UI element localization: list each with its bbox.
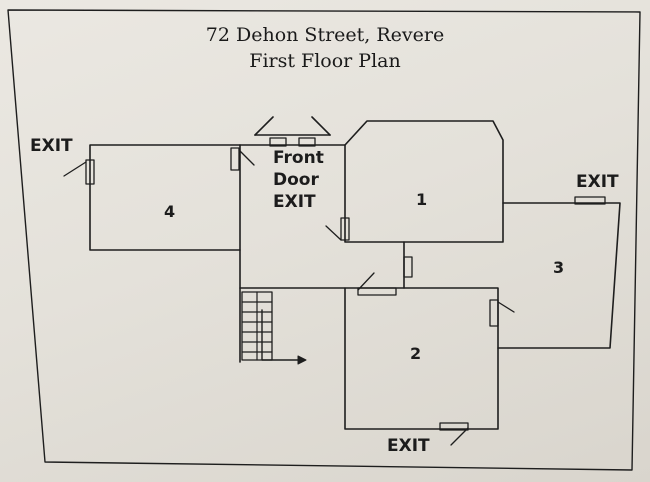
plan-title-address: 72 Dehon Street, Revere bbox=[205, 24, 445, 46]
room-2-right-door bbox=[489, 299, 499, 327]
stair-arrow bbox=[261, 309, 299, 361]
front-door-label-line2: Door bbox=[273, 170, 319, 190]
front-door-label-line3: EXIT bbox=[273, 192, 316, 212]
front-door-label-line1: Front bbox=[273, 148, 324, 168]
front-door-leaf-left bbox=[269, 137, 287, 147]
room-1-door-swing bbox=[325, 225, 342, 241]
front-door-swing-left bbox=[254, 116, 274, 136]
room-2-walls bbox=[344, 287, 499, 430]
room-2-top-swing bbox=[357, 272, 375, 291]
room-4-inner-door bbox=[230, 147, 240, 171]
front-door-leaf-right bbox=[298, 137, 316, 147]
room-2-label: 2 bbox=[410, 344, 422, 363]
room-4-exit-swing bbox=[63, 161, 87, 177]
room-3-exit-door bbox=[574, 196, 606, 205]
room-1-door bbox=[340, 217, 350, 241]
exit-label-bottom: EXIT bbox=[387, 436, 430, 456]
room-4-inner-swing bbox=[238, 149, 255, 166]
front-door-swing-right bbox=[311, 116, 331, 136]
exit-label-top-left: EXIT bbox=[30, 136, 73, 156]
room-3-label: 3 bbox=[553, 258, 565, 277]
room-1-label: 1 bbox=[416, 190, 428, 209]
room-1-walls bbox=[344, 120, 504, 243]
room-3-walls bbox=[497, 202, 621, 349]
room-4-walls bbox=[89, 144, 241, 251]
room-2-exit-door bbox=[439, 422, 469, 431]
room-2-right-swing bbox=[497, 301, 515, 313]
plan-title-floor: First Floor Plan bbox=[249, 50, 401, 72]
room-2-top-door bbox=[357, 287, 397, 296]
sign-border bbox=[7, 9, 641, 471]
room-4-exit-door bbox=[85, 159, 95, 185]
connector-door bbox=[403, 256, 413, 278]
exit-label-right: EXIT bbox=[576, 172, 619, 192]
room-4-label: 4 bbox=[164, 202, 176, 221]
room-2-exit-swing bbox=[450, 427, 469, 446]
stair-arrow-head bbox=[297, 355, 307, 365]
